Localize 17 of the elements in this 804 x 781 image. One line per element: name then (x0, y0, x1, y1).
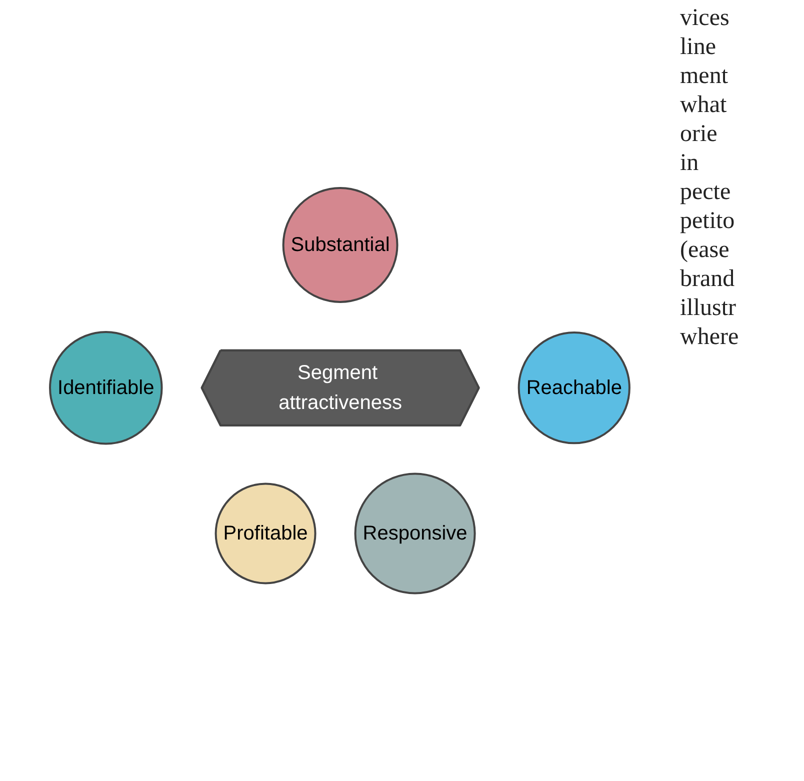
page-text-fragment: (ease (680, 236, 730, 265)
node-circle: Responsive (354, 472, 476, 594)
page-text-fragment: line (680, 33, 717, 62)
page-text-fragment: brand (680, 265, 736, 294)
node-circle: Identifiable (49, 330, 164, 445)
page-text-fragment: illustr (680, 294, 738, 323)
page-text-fragment: in (680, 149, 700, 178)
node-circle: Substantial (282, 186, 399, 303)
page-text-fragment: what (680, 91, 728, 120)
page-text-fragment: where (680, 323, 740, 352)
page-text-fragment: orie (680, 120, 718, 149)
page-text-fragment: vices (680, 4, 730, 33)
page-text-fragment: pecte (680, 178, 732, 207)
node-circle: Reachable (518, 331, 631, 444)
page-text-fragment: ment (680, 62, 729, 91)
node-circle: Profitable (215, 482, 317, 584)
page-text-fragment: petito (680, 207, 736, 236)
